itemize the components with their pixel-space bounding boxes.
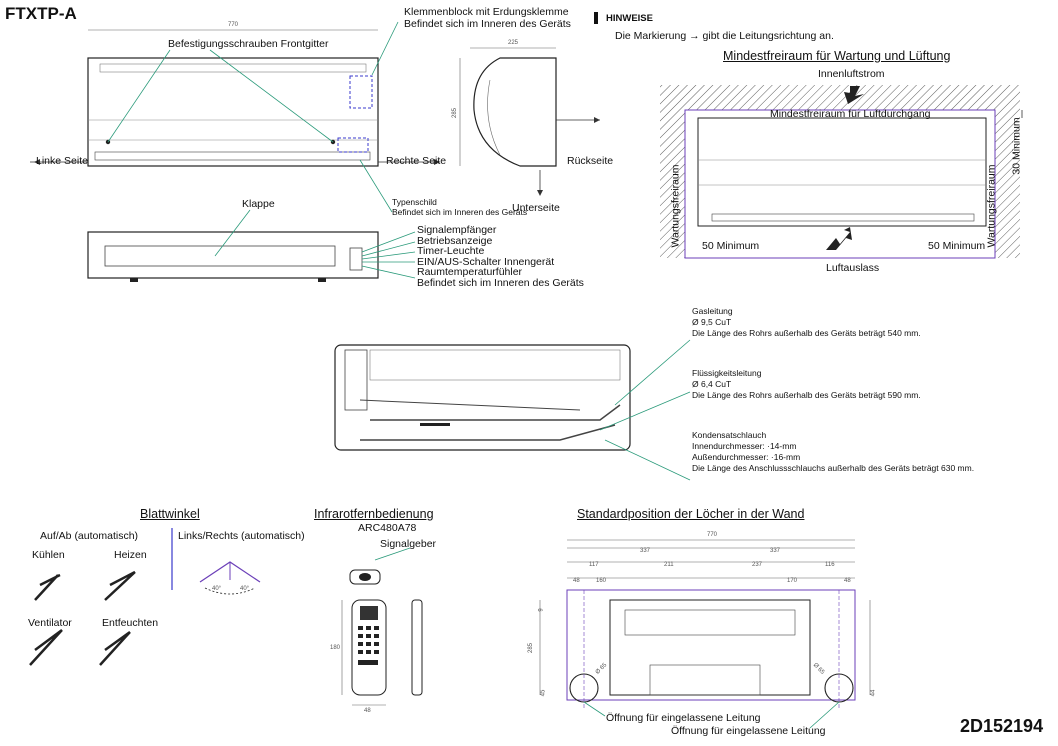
blade-lr: Links/Rechts (automatisch): [178, 530, 305, 542]
wall-half-left-dim: 337: [640, 548, 651, 554]
flap-item: Betriebsanzeige: [417, 234, 493, 247]
piping-view: [334, 339, 691, 481]
blade-lr-right-angle: 40°: [240, 586, 250, 592]
nameplate-label: Typenschild: [392, 197, 437, 207]
drain-hose-block: Kondensatschlauch Innendurchmesser: ·14-…: [692, 430, 974, 474]
notes-heading: HINWEISE: [606, 13, 653, 24]
drain-inner: Innendurchmesser: ·14-mm: [692, 441, 797, 451]
terminal-label: Klemmenblock mit Erdungsklemme: [404, 6, 569, 18]
drain-length: Die Länge des Anschlussschlauchs außerha…: [692, 463, 975, 473]
wall-v-right: 44: [870, 689, 877, 697]
blade-lr-left-angle: 40°: [212, 586, 222, 592]
hole-left-label: Öffnung für eingelassene Leitung: [606, 712, 761, 724]
blade-cool: Kühlen: [32, 549, 65, 561]
wall-v-total: 285: [528, 642, 535, 654]
wall-title: Standardposition der Löcher in der Wand: [577, 507, 805, 521]
back-label: Rückseite: [567, 155, 614, 167]
wall-seg: 160: [596, 578, 607, 584]
nameplate-sub-label: Befindet sich im Inneren des Geräts: [392, 207, 528, 217]
inlet-label: Innenluftstrom: [818, 68, 885, 80]
liquid-pipe-length: Die Länge des Rohrs außerhalb des Geräts…: [692, 390, 921, 400]
bottom-label: Unterseite: [512, 202, 560, 214]
flap-item: Raumtemperaturfühler: [417, 266, 523, 278]
wall-seg: 116: [825, 562, 835, 568]
wall-seg: 211: [664, 562, 674, 568]
wall-seg: 48: [844, 578, 851, 584]
drawing-number: 2D152194: [960, 716, 1044, 736]
side-view: [459, 47, 600, 196]
flap-item: EIN/AUS-Schalter Innengerät: [417, 255, 555, 268]
gas-pipe-length: Die Länge des Rohrs außerhalb des Geräts…: [692, 328, 921, 338]
top-min-label: 30 Minimum: [1010, 117, 1023, 175]
drain-outer: Außendurchmesser: ·16-mm: [692, 452, 801, 462]
wall-seg: 237: [752, 562, 763, 568]
liquid-pipe-block: Flüssigkeitsleitung Ø 6,4 CuT Die Länge …: [692, 368, 921, 401]
flap-item-list: Signalempfänger Betriebsanzeige Timer-Le…: [417, 225, 584, 288]
screws-label: Befestigungsschrauben Frontgitter: [168, 38, 329, 50]
flap-label: Klappe: [242, 198, 275, 210]
wall-seg: 48: [573, 578, 580, 584]
flap-view: [87, 209, 416, 282]
left-side-label: Linke Seite: [36, 155, 88, 167]
remote-width-dim: 48: [364, 708, 371, 714]
outlet-label: Luftauslass: [826, 262, 880, 274]
gas-pipe-title: Gasleitung: [692, 306, 733, 316]
notes-marker: [594, 12, 598, 24]
remote-height-dim: 180: [330, 645, 341, 651]
wall-half-right-dim: 337: [770, 548, 781, 554]
left-min-label: 50 Minimum: [702, 240, 760, 252]
clearance-diagram: [660, 85, 1023, 259]
notes-text: Die Markierung → gibt die Leitungsrichtu…: [615, 30, 834, 42]
emitter-label: Signalgeber: [380, 538, 437, 550]
blade-updown: Auf/Ab (automatisch): [40, 530, 139, 542]
flap-item: Befindet sich im Inneren des Geräts: [417, 276, 584, 289]
service-left-label: Wartungsfreiraum: [669, 164, 682, 248]
passage-label: Mindestfreiraum für Luftdurchgang: [770, 108, 931, 120]
terminal-sub-label: Befindet sich im Inneren des Geräts: [404, 18, 571, 30]
remote-title: Infrarotfernbedienung: [314, 507, 434, 521]
wall-seg: 170: [787, 578, 798, 584]
blade-dry: Entfeuchten: [102, 617, 159, 629]
model-title: FTXTP-A: [5, 4, 77, 23]
front-width-dim: 770: [228, 22, 239, 28]
wall-seg: 117: [589, 562, 599, 568]
wall-v-top: 9: [538, 608, 545, 612]
side-depth-dim: 225: [508, 40, 519, 46]
clearance-title: Mindestfreiraum für Wartung und Lüftung: [723, 49, 951, 63]
wall-v-bot: 45: [540, 689, 547, 697]
gas-pipe-block: Gasleitung Ø 9,5 CuT Die Länge des Rohrs…: [692, 306, 921, 339]
flap-item: Timer-Leuchte: [417, 245, 485, 257]
wall-total-dim: 770: [707, 532, 718, 538]
remote-model: ARC480A78: [358, 522, 417, 534]
drain-title: Kondensatschlauch: [692, 430, 767, 440]
liquid-pipe-title: Flüssigkeitsleitung: [692, 368, 762, 378]
blade-angle-diagrams: [29, 528, 261, 666]
front-view: [30, 21, 440, 213]
remote-diagram: [341, 547, 423, 706]
right-side-label: Rechte Seite: [386, 155, 447, 167]
gas-pipe-size: Ø 9,5 CuT: [692, 317, 732, 327]
wall-hole-diagram: [539, 539, 871, 729]
blade-fan: Ventilator: [28, 617, 72, 629]
right-min-label: 50 Minimum: [928, 240, 986, 252]
blade-heat: Heizen: [114, 549, 147, 561]
liquid-pipe-size: Ø 6,4 CuT: [692, 379, 732, 389]
flap-item: Signalempfänger: [417, 224, 497, 236]
side-height-dim: 285: [452, 107, 459, 119]
service-right-label: Wartungsfreiraum: [985, 164, 998, 248]
blade-title: Blattwinkel: [140, 507, 200, 521]
hole-right-label: Öffnung für eingelassene Leitung: [671, 725, 826, 737]
